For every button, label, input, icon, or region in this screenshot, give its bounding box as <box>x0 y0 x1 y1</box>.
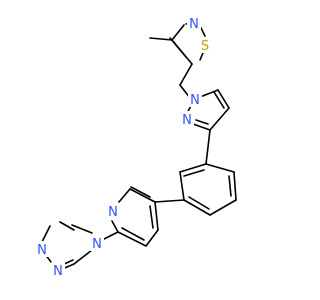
bond <box>117 231 147 247</box>
svg-text:N: N <box>190 93 200 108</box>
bond <box>149 37 173 41</box>
thiazole-ring <box>149 21 206 99</box>
atom-label-pyrazole-n1: N <box>188 91 202 108</box>
bond <box>73 249 93 265</box>
bond <box>129 188 156 203</box>
atom-label-triazole-n4: N <box>90 235 104 252</box>
bond <box>169 37 187 58</box>
bond <box>121 227 145 241</box>
svg-text:S: S <box>201 39 209 54</box>
bond <box>59 221 75 231</box>
bond <box>179 171 185 201</box>
svg-text:N: N <box>108 205 118 220</box>
atom-label-pyridine-n: N <box>106 203 120 220</box>
bond <box>145 229 159 247</box>
benzene-ring <box>154 163 237 216</box>
atom-label-triazole-n2: N <box>51 262 65 279</box>
pyridine-ring <box>101 186 159 247</box>
bond <box>154 201 159 231</box>
bond <box>205 129 211 165</box>
bond <box>233 171 237 201</box>
svg-text:N: N <box>182 113 192 128</box>
bond <box>199 89 219 98</box>
molecule-structure: N S N N N N N N <box>35 15 237 279</box>
bond <box>209 199 237 216</box>
molecule-canvas: N S N N N N N N <box>35 15 237 279</box>
atom-label-pyrazole-n2: N <box>180 111 194 128</box>
bond <box>183 199 211 216</box>
bond <box>71 224 93 234</box>
svg-text:N: N <box>53 264 63 279</box>
svg-text:N: N <box>189 17 199 32</box>
bond <box>205 163 235 173</box>
bond <box>41 225 51 243</box>
bond <box>179 63 193 86</box>
bond <box>130 186 151 198</box>
bond <box>101 231 119 241</box>
svg-text:N: N <box>92 237 102 252</box>
bond <box>179 163 207 173</box>
bond <box>192 123 211 131</box>
bond <box>118 188 131 203</box>
bond <box>188 196 210 210</box>
bond <box>217 89 230 109</box>
bond <box>195 119 209 125</box>
bond <box>183 169 205 177</box>
bond <box>154 199 185 203</box>
bond <box>213 91 225 109</box>
svg-text:N: N <box>37 243 47 258</box>
bond <box>209 107 230 131</box>
bond <box>149 205 154 229</box>
bond <box>171 24 185 41</box>
bond <box>111 220 119 233</box>
atom-label-thiazole-n: N <box>187 15 201 32</box>
atom-label-thiazole-s: S <box>198 37 212 54</box>
atom-label-triazole-n1: N <box>35 241 49 258</box>
bond <box>228 175 232 197</box>
triazole-ring <box>41 221 93 271</box>
